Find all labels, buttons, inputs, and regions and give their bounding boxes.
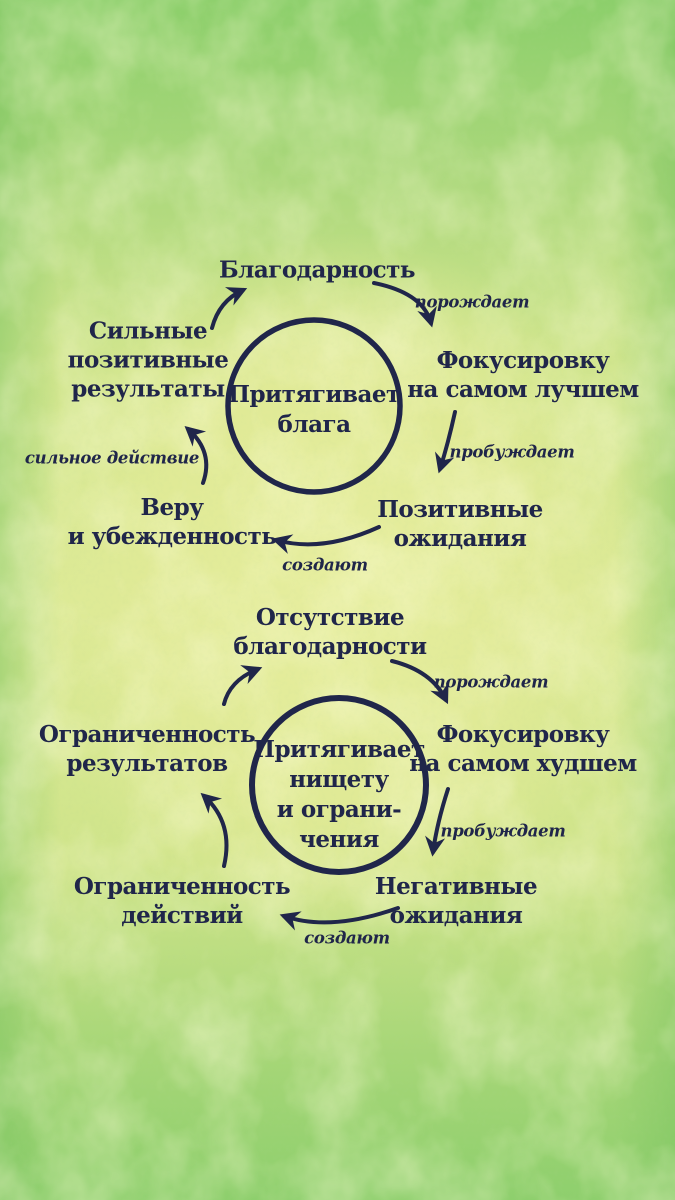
cycle2-arrow-label-right: пробуждает	[440, 821, 566, 841]
cycle2-node-top: Отсутствие благодарности	[233, 603, 427, 661]
cycle2-center-label: Притягивает нищету и ограни- чения	[253, 735, 425, 855]
center-line: нищету	[289, 766, 389, 793]
cycle2-arrow-bottomleft-to-left	[200, 792, 229, 868]
node-line: Ограниченность	[38, 721, 256, 748]
center-line: Притягивает	[253, 736, 425, 763]
center-line: Притягивает	[228, 381, 400, 408]
center-line: и ограни-	[276, 796, 402, 823]
node-line: Веру	[140, 494, 204, 521]
node-line: Фокусировку	[436, 347, 610, 374]
node-line: позитивные	[67, 346, 229, 374]
cycle2-arrow-left-to-top	[222, 665, 263, 706]
node-line: результатов	[66, 750, 228, 777]
cycle1-center-label: Притягивает блага	[228, 380, 400, 440]
cycle2-node-bottom-left: Ограниченность действий	[73, 872, 291, 930]
node-line: Сильные	[88, 317, 208, 345]
node-line: действий	[121, 902, 243, 929]
cycle2-node-left: Ограниченность результатов	[38, 720, 256, 778]
cycle1-node-bottom-right: Позитивные ожидания	[377, 495, 543, 553]
center-line: блага	[277, 411, 351, 438]
node-line: Фокусировку	[436, 721, 610, 748]
cycle2-node-bottom-right: Негативные ожидания	[374, 872, 538, 930]
node-line: и убежденность	[67, 523, 277, 550]
cycle2-arrow-right-to-bottomright	[425, 787, 450, 857]
node-line: благодарности	[233, 633, 427, 660]
node-line: ожидания	[393, 525, 527, 552]
cycle1-arrow-bottomright-to-bottomleft	[271, 525, 381, 554]
cycle2-arrow-label-top-right: порождает	[433, 672, 549, 692]
cycle1-node-left: Сильные позитивные результаты	[68, 317, 229, 404]
node-line: Ограниченность	[73, 873, 291, 900]
node-line: на самом лучшем	[407, 376, 639, 403]
node-line: Благодарность	[218, 256, 416, 284]
node-line: Отсутствие	[255, 604, 405, 631]
cycle1-arrow-label-right: пробуждает	[449, 442, 575, 462]
node-line: на самом худшем	[409, 750, 637, 777]
cycle2-node-right: Фокусировку на самом худшем	[409, 720, 637, 778]
center-line: чения	[299, 826, 379, 853]
cycle1-node-bottom-left: Веру и убежденность	[68, 493, 277, 551]
node-line: результаты	[71, 375, 225, 403]
cycle1-arrow-label-top-right: порождает	[414, 292, 530, 312]
cycle1-arrow-label-left: сильное действие	[24, 448, 200, 468]
node-line: ожидания	[389, 902, 523, 929]
cycle1-arrow-label-bottom: создают	[282, 555, 368, 575]
cycle1-node-right: Фокусировку на самом лучшем	[407, 346, 639, 404]
cycle2-arrow-label-bottom: создают	[304, 928, 390, 948]
node-line: Негативные	[374, 873, 538, 900]
node-line: Позитивные	[377, 496, 543, 523]
cycle1-node-top: Благодарность	[218, 256, 416, 285]
